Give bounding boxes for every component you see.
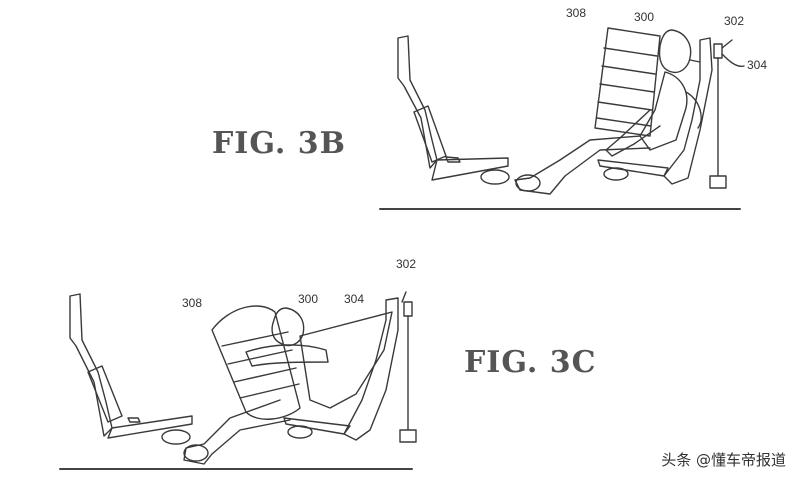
fig-3b-drawing [379, 27, 745, 210]
fig-3b-strap [709, 39, 745, 189]
fig-3c-ref-308: 308 [182, 296, 203, 310]
watermark: 头条 @懂车帝报道 [661, 451, 786, 469]
fig-3c-drawing [59, 291, 417, 470]
fig-3b-ref-304: 304 [747, 58, 768, 72]
fig-3b-title: FIG. 3B [212, 126, 347, 161]
fig-3c-ref-304: 304 [344, 292, 365, 306]
fig-3b-occupant [514, 27, 713, 195]
fig-3b-front-seat [397, 35, 510, 185]
fig-3c-front-seat [69, 293, 193, 445]
fig-3c-title: FIG. 3C [464, 345, 597, 380]
fig-3c-strap [399, 291, 417, 443]
fig-3c-ref-300: 300 [298, 292, 319, 306]
fig-3c-occupant [183, 297, 399, 465]
fig-3b-ref-300: 300 [634, 10, 655, 24]
fig-3b-ref-308: 308 [566, 6, 587, 20]
fig-3b-ref-302: 302 [724, 14, 745, 28]
fig-3c-ref-302: 302 [396, 257, 417, 271]
